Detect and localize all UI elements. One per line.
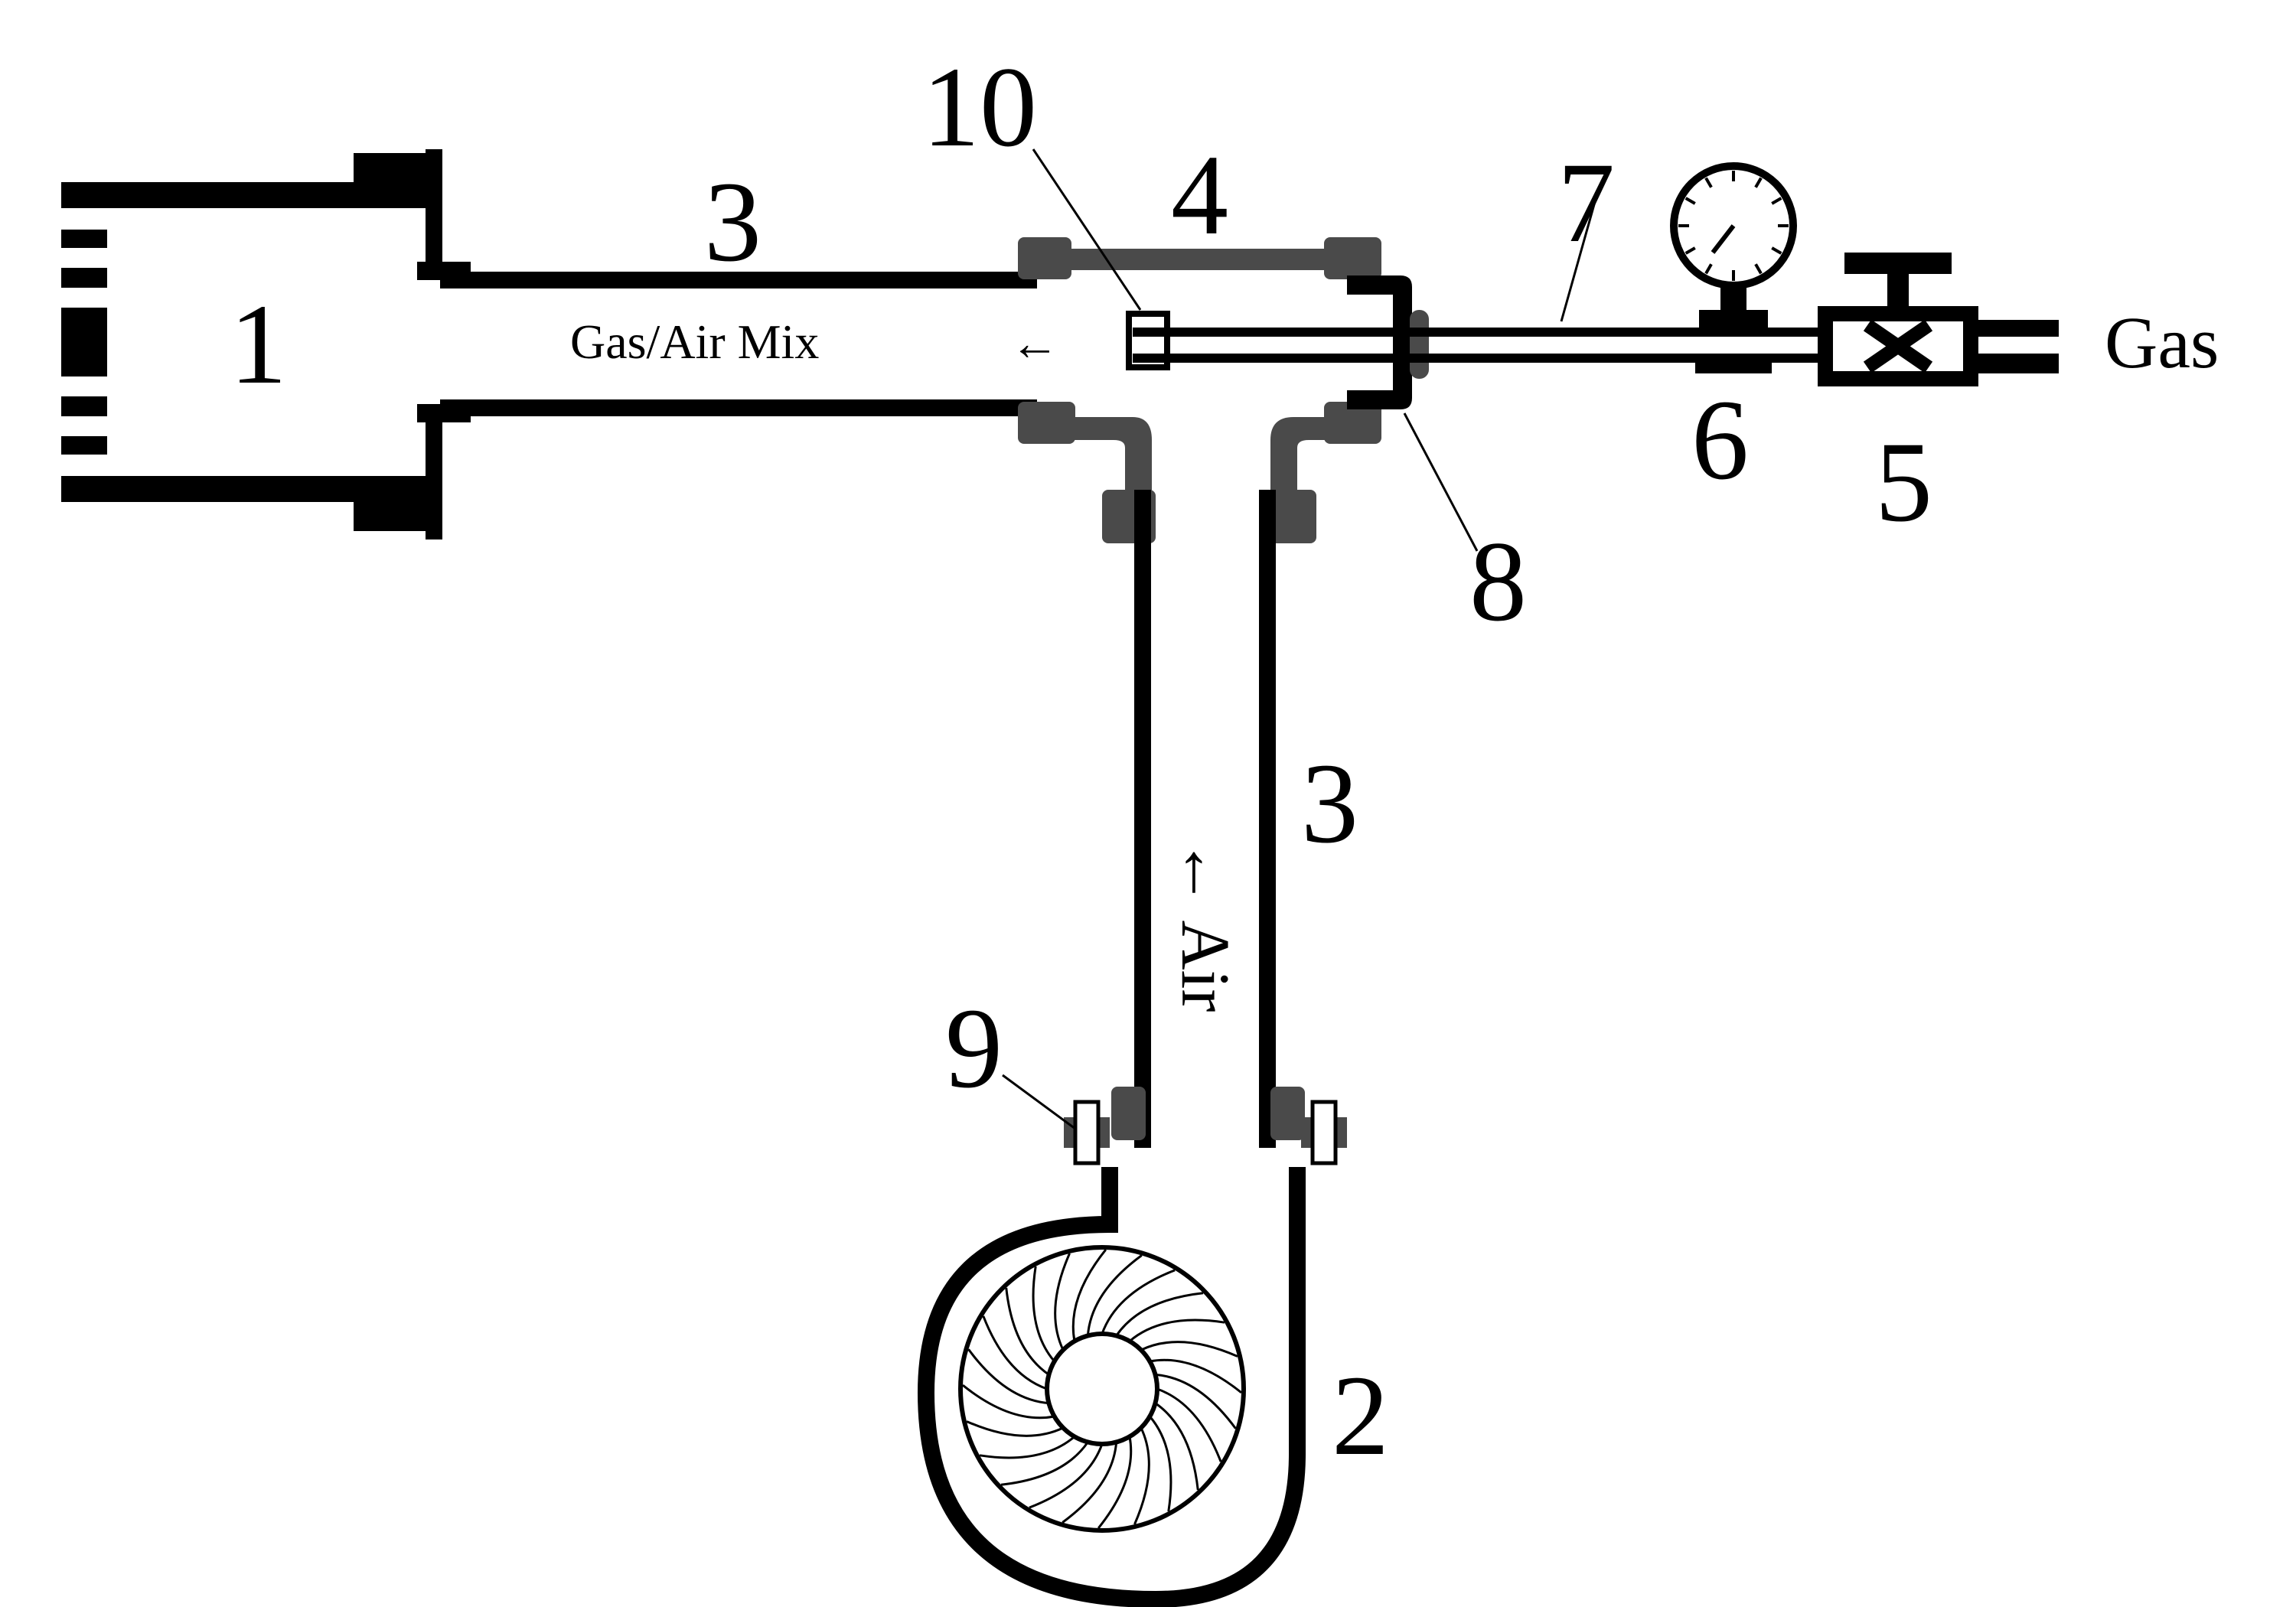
fan-blade (1155, 1373, 1237, 1429)
fan-blade (1097, 1436, 1133, 1529)
blower (917, 1167, 1306, 1607)
fan-blade (979, 1436, 1075, 1459)
end-cap (1347, 275, 1429, 409)
label-4: 4 (1171, 132, 1228, 259)
gauge-tick (1684, 197, 1696, 205)
gauge-tick (1754, 263, 1763, 275)
fan-blade (982, 1315, 1048, 1390)
fan-blade (967, 1348, 1049, 1405)
fan-blade (1086, 1254, 1143, 1336)
gauge-tick (1771, 246, 1782, 255)
label-7: 7 (1557, 139, 1615, 266)
fan-blade (1115, 1292, 1204, 1337)
fan-blade (966, 1420, 1064, 1437)
flow-label-gas-air-mix: Gas/Air Mix (570, 315, 819, 369)
fan-blade (1129, 1319, 1225, 1342)
fan-blade (1156, 1387, 1222, 1462)
fan-blade (1000, 1441, 1089, 1486)
label-3-side: 3 (1301, 740, 1358, 867)
fan-blade (1149, 1416, 1172, 1512)
gauge-tick (1704, 177, 1713, 188)
gauge-tick (1771, 197, 1782, 205)
fan-blade (1032, 1266, 1055, 1362)
fan-blade (962, 1384, 1055, 1420)
burner-head (61, 149, 471, 539)
mix-pipe-horizontal (440, 272, 1037, 416)
fan-blade (1005, 1287, 1050, 1376)
fan-blade (1062, 1442, 1118, 1524)
fan-blade (1133, 1427, 1150, 1525)
label-6: 6 (1691, 376, 1749, 504)
fan-blade (1140, 1341, 1238, 1358)
label-9: 9 (945, 985, 1003, 1112)
label-5: 5 (1875, 419, 1932, 546)
air-pipe-vertical (1111, 490, 1305, 1148)
fan-blade (1150, 1358, 1242, 1393)
tee-fitting (1018, 237, 1381, 543)
gauge-tick (1754, 177, 1763, 188)
clamp-screws (1064, 1100, 1347, 1165)
flow-label-gas: Gas (2105, 302, 2219, 383)
fan-blade (1054, 1253, 1071, 1351)
label-2: 2 (1332, 1352, 1389, 1479)
label-8: 8 (1469, 518, 1527, 645)
label-10: 10 (922, 44, 1037, 171)
fan-blade (1101, 1269, 1176, 1335)
flow-label-air: ← Air (1167, 838, 1243, 1012)
gas-valve (1818, 253, 2059, 386)
fan-blade (1071, 1249, 1107, 1341)
label-1: 1 (230, 281, 287, 408)
flow-arrow-mix: ← (1010, 316, 1059, 370)
leader-lines (1002, 148, 1597, 1130)
fan-blade (1154, 1402, 1199, 1491)
pressure-gauge (1670, 162, 1797, 373)
label-3-top: 3 (704, 158, 762, 285)
gauge-tick (1704, 263, 1713, 275)
fan-blade (1029, 1443, 1104, 1509)
gauge-tick (1684, 246, 1696, 255)
